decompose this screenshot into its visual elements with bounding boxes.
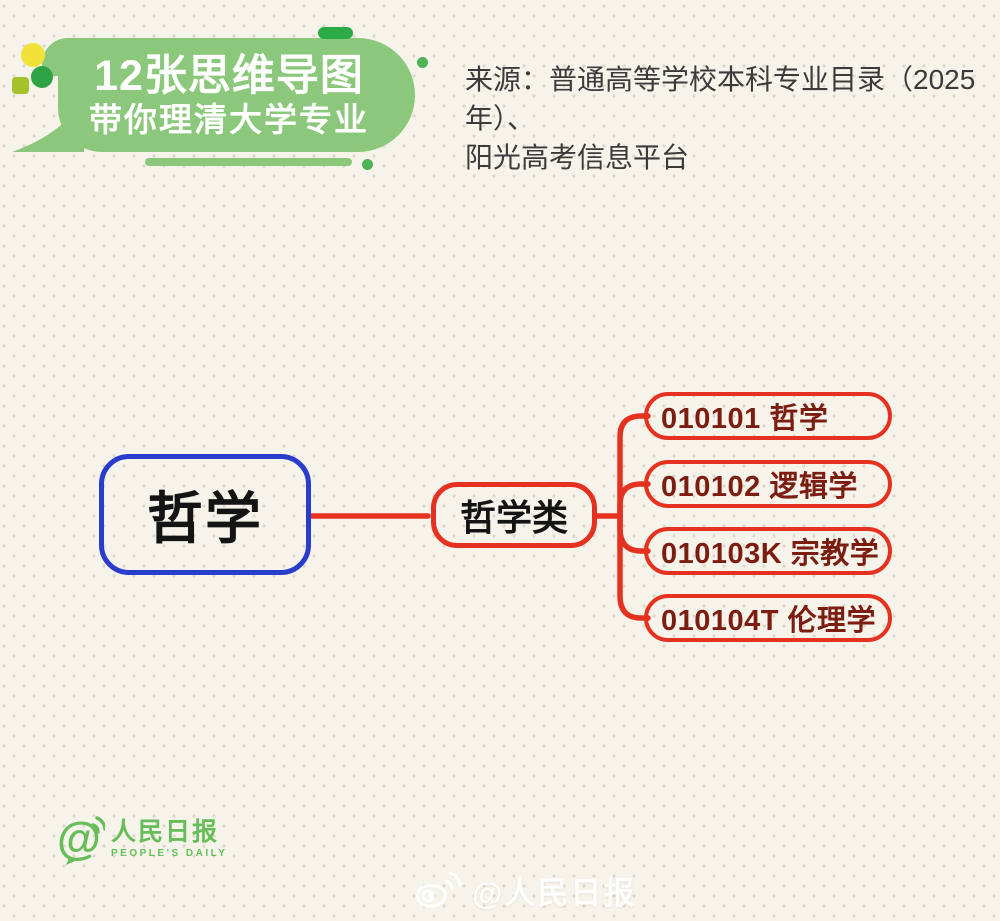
decoration-green-dot [417,57,428,68]
svg-text:@: @ [57,813,101,864]
source-line1: 来源：普通高等学校本科专业目录（2025年）、 [465,64,976,134]
category-node-label: 哲学类 [459,497,568,538]
logo-chinese-name: 人民日报 [111,818,220,846]
leaf-node-label: 010103K 宗教学 [661,538,880,570]
leaf-node-label: 010101 哲学 [661,403,829,435]
mindmap-leaf-node: 010102 逻辑学 [644,460,892,508]
mindmap-category-node: 哲学类 [431,482,597,548]
peoples-daily-logo: @ 人民日报 PEOPLE'S DAILY [57,812,227,866]
at-speech-bubble-icon: @ [57,813,105,865]
decoration-yellow-circle [21,43,45,67]
mindmap-leaf-node: 010104T 伦理学 [644,594,892,642]
root-node-label: 哲学 [147,487,263,550]
leaf-node-label: 010102 逻辑学 [661,471,858,503]
decoration-green-pill [318,27,353,39]
leaf-node-label: 010104T 伦理学 [661,605,877,637]
source-note: 来源：普通高等学校本科专业目录（2025年）、 阳光高考信息平台 [465,60,985,177]
weibo-watermark: @人民日报 [413,868,636,913]
decoration-olive-square [12,77,29,94]
banner-title-line2: 带你理清大学专业 [89,101,369,138]
watermark-text: @人民日报 [472,876,637,911]
weibo-icon [416,871,462,908]
banner-title: 12张思维导图 带你理清大学专业 [43,52,415,139]
decoration-underline-dot [362,159,373,170]
decoration-underline [145,158,352,166]
mindmap-leaf-node: 010103K 宗教学 [644,527,892,575]
title-banner [58,38,415,152]
decoration-green-circle [31,66,53,88]
banner-title-line1: 12张思维导图 [94,52,364,100]
mindmap-leaf-node: 010101 哲学 [644,392,892,440]
mindmap-root-node: 哲学 [99,454,311,575]
logo-english-name: PEOPLE'S DAILY [111,848,228,859]
source-line2: 阳光高考信息平台 [465,142,690,173]
